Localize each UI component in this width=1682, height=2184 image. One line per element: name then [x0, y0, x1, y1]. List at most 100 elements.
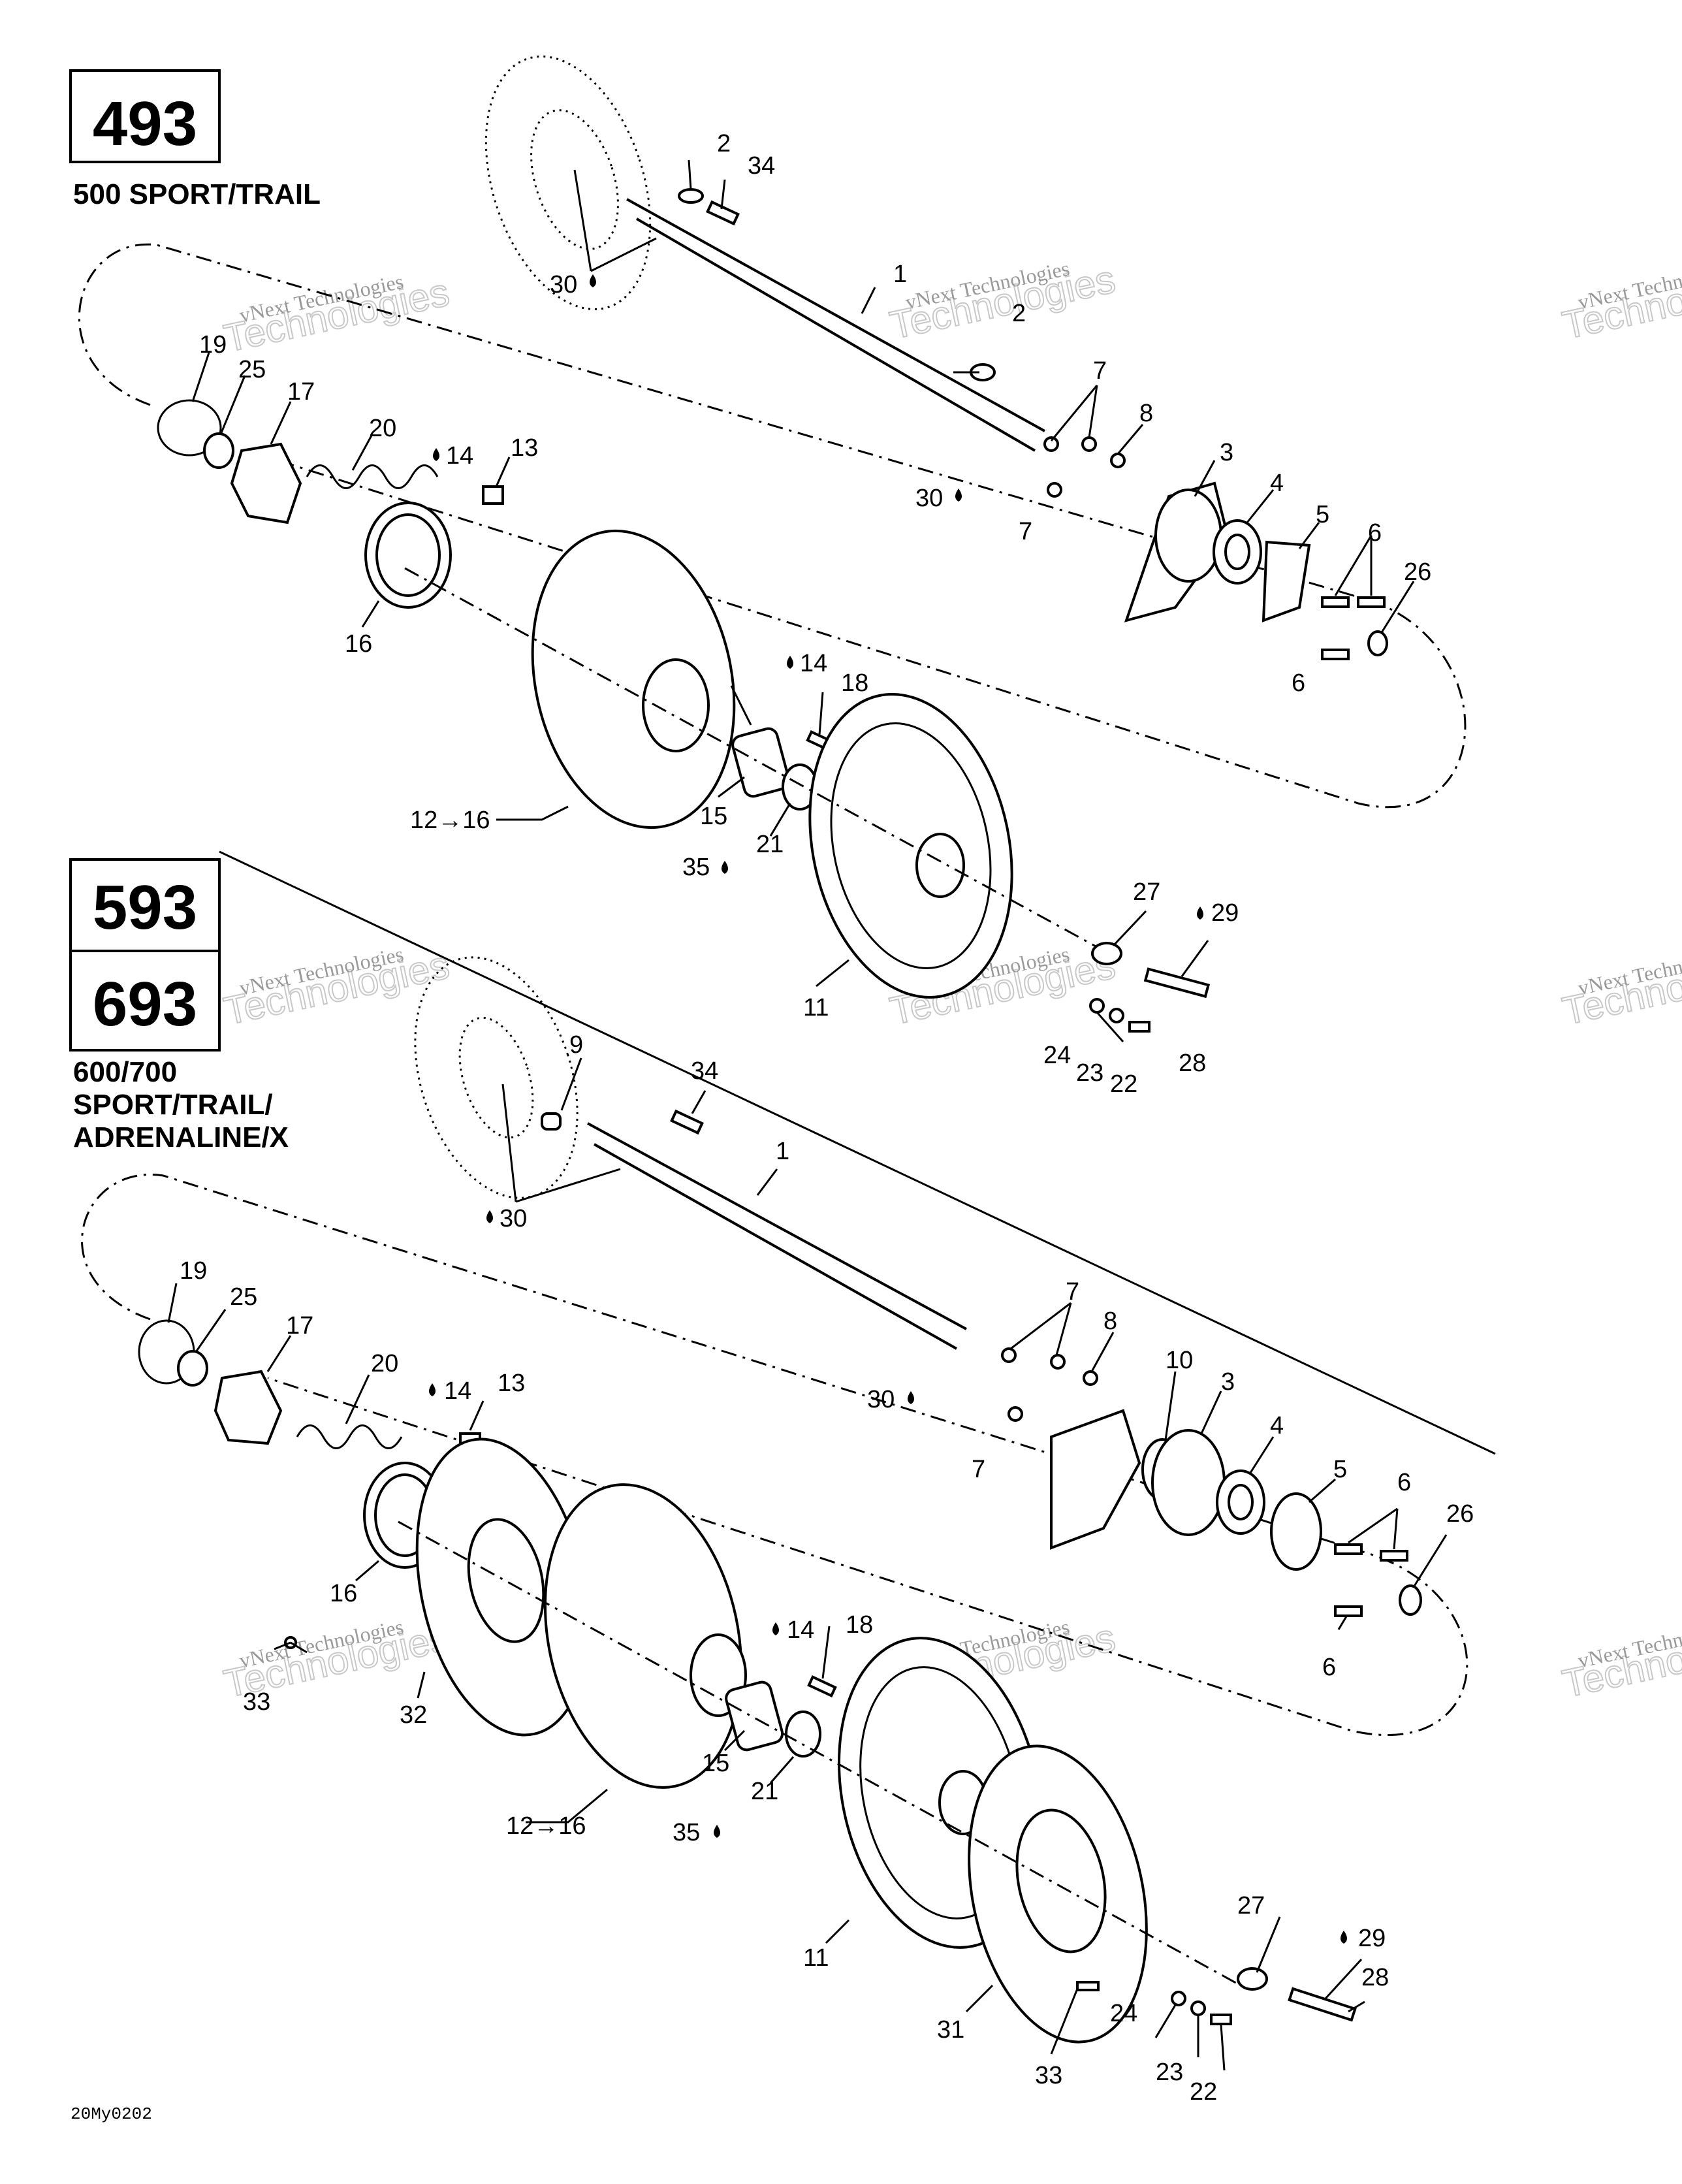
- callout: 16: [330, 1580, 357, 1607]
- callouts-top: 2 34 30 1 2 7 8 30 7 3 4 5 6 26 6 19 25 …: [199, 130, 1431, 1098]
- bolt-28: [1143, 967, 1211, 999]
- washer-26-bottom: [1399, 1584, 1422, 1616]
- oil-drop-icon: [1341, 1931, 1347, 1944]
- washer-25-bottom: [177, 1350, 208, 1387]
- bearing-plate-hole-bottom: [1151, 1429, 1226, 1536]
- o-ring-2: [678, 188, 704, 204]
- nut-7a-bottom: [1001, 1347, 1017, 1363]
- cam-17: [230, 442, 302, 524]
- callout: 2: [1012, 300, 1026, 327]
- callout: 5: [1333, 1456, 1347, 1483]
- model-label-bottom-1: 600/700: [73, 1056, 177, 1088]
- screw-22-bottom: [1210, 2014, 1232, 2025]
- oil-drop-icon: [429, 1383, 436, 1396]
- model-box-493: 493: [69, 69, 221, 163]
- callout: 14: [446, 442, 473, 470]
- flange-5-bottom: [1270, 1492, 1322, 1571]
- callout: 3: [1220, 439, 1233, 466]
- nut-7c-bottom: [1008, 1406, 1023, 1422]
- sprocket-outline-bottom: [414, 956, 579, 1199]
- callout: 28: [1361, 1964, 1389, 1991]
- bolt-6c: [1321, 649, 1350, 660]
- bolt-6b-bottom: [1380, 1550, 1408, 1562]
- oil-drop-icon: [1197, 907, 1203, 920]
- drive-belt-outline: [78, 243, 1467, 809]
- callout: 13: [511, 434, 538, 462]
- bushing-15-bottom: [725, 1680, 784, 1752]
- washer-8: [1110, 453, 1126, 468]
- bushing-9: [541, 1112, 562, 1131]
- callout: 18: [841, 669, 868, 697]
- callout: 13: [498, 1370, 525, 1397]
- callout: 32: [400, 1701, 427, 1729]
- callout: 20: [371, 1350, 398, 1377]
- model-label-bottom-2: SPORT/TRAIL/: [73, 1089, 273, 1121]
- shaft-outline-top: [626, 198, 1045, 432]
- callout: 30: [915, 485, 943, 512]
- callout: 33: [243, 1688, 270, 1716]
- callout: 34: [748, 152, 775, 180]
- callout: 34: [691, 1057, 718, 1085]
- bolt-6c-bottom: [1334, 1605, 1363, 1617]
- model-box-693: 693: [69, 950, 221, 1052]
- callout: 22: [1190, 2078, 1217, 2106]
- washer-27-bottom: [1237, 1967, 1268, 1991]
- callouts-bottom: 9 34 1 30 19 25 17 20 14 13 7 8 10 3 4 3…: [180, 1031, 1474, 2106]
- sprocket-outline: [484, 55, 652, 311]
- model-number-693: 693: [93, 969, 197, 1039]
- callout: 8: [1103, 1308, 1117, 1335]
- bushing-15: [731, 727, 791, 798]
- callout: 26: [1404, 558, 1431, 586]
- screw-22: [1128, 1021, 1150, 1033]
- callout: 27: [1133, 878, 1160, 906]
- shaft-outline-top-bottom: [587, 1122, 967, 1330]
- model-number-593: 593: [93, 873, 197, 942]
- assembly-top: [78, 55, 1467, 1042]
- oil-drop-icon: [590, 274, 596, 287]
- sprocket-hub-bottom: [458, 1016, 534, 1139]
- spring-20: [306, 464, 439, 489]
- section-divider-line: [219, 850, 1496, 1455]
- nut-7a: [1043, 436, 1059, 452]
- callout: 14: [800, 650, 827, 677]
- callout: 7: [972, 1456, 985, 1483]
- washer-24: [1089, 998, 1105, 1014]
- nut-23-bottom: [1190, 2000, 1206, 2016]
- cam-17-bottom: [214, 1370, 283, 1445]
- callout: 4: [1270, 470, 1284, 497]
- washer-25: [203, 432, 234, 469]
- callout: 1: [893, 261, 907, 288]
- callout: 4: [1270, 1412, 1284, 1439]
- callout: 8: [1139, 400, 1153, 427]
- bolt-6b: [1357, 596, 1386, 608]
- washer-21-bottom: [785, 1710, 821, 1758]
- washer-27: [1091, 942, 1122, 965]
- oil-drop-icon: [772, 1622, 779, 1635]
- assembly-axis: [404, 567, 1098, 948]
- callout: 6: [1292, 669, 1305, 697]
- model-number-493: 493: [93, 89, 197, 159]
- flange-5: [1262, 540, 1311, 622]
- callout: 21: [751, 1778, 778, 1805]
- callout: 11: [803, 1944, 829, 1972]
- callout: 19: [180, 1257, 207, 1285]
- callout: 6: [1397, 1469, 1411, 1496]
- callout: 14: [787, 1616, 814, 1644]
- oil-drop-icon: [908, 1391, 914, 1404]
- retaining-ring-19: [157, 399, 222, 457]
- callout: 18: [846, 1611, 873, 1639]
- callout: 12→16: [506, 1812, 586, 1840]
- cover-plate-32-hole: [467, 1518, 545, 1643]
- callout: 10: [1166, 1347, 1193, 1374]
- washer-24-bottom: [1171, 1991, 1186, 2006]
- sheave-hub: [642, 658, 710, 752]
- callout: 24: [1043, 1042, 1071, 1069]
- callout: 17: [287, 378, 315, 406]
- callout: 28: [1179, 1050, 1206, 1077]
- callout: 30: [550, 271, 577, 298]
- bearing-plate-3-bottom: [1050, 1409, 1141, 1550]
- bolt-28-bottom: [1288, 1987, 1357, 2022]
- oil-drop-icon: [787, 656, 793, 669]
- callout: 19: [199, 331, 227, 359]
- callout: 29: [1211, 899, 1239, 927]
